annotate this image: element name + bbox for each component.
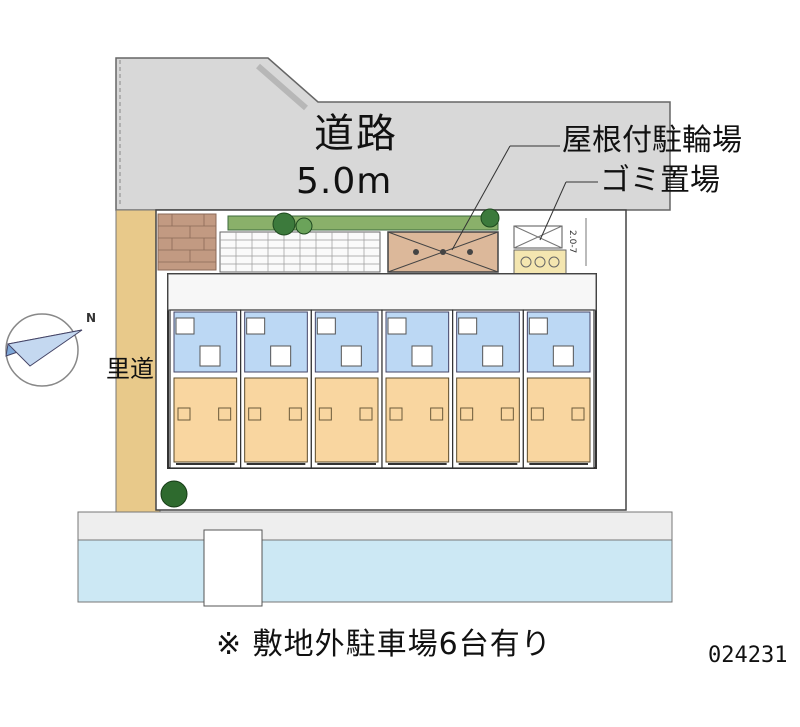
- waterway: [77, 539, 673, 603]
- toilet: [458, 317, 478, 335]
- furniture: [389, 407, 403, 421]
- unit-layout: [169, 309, 595, 469]
- tree: [160, 480, 188, 508]
- bath: [199, 345, 221, 367]
- dimension-label: 2.0-7: [567, 230, 577, 254]
- trash-area-label: ゴミ置場: [600, 163, 720, 198]
- north-arrow-compass: [5, 313, 83, 387]
- furniture: [571, 407, 585, 421]
- toilet: [175, 317, 195, 335]
- toilet: [387, 317, 407, 335]
- bottom-path: [77, 511, 673, 543]
- tree: [480, 208, 500, 228]
- bike-parking: [387, 231, 499, 273]
- toilet: [528, 317, 548, 335]
- bike-parking-label: 屋根付駐輪場: [562, 123, 742, 158]
- side-lane-label: 里道: [106, 355, 154, 383]
- furniture: [177, 407, 191, 421]
- entrance-paving: [219, 231, 381, 273]
- bike-leader: [451, 145, 511, 251]
- furniture: [318, 407, 332, 421]
- road-width-label: 5.0m: [296, 161, 393, 202]
- toilet: [246, 317, 266, 335]
- furniture: [460, 407, 474, 421]
- furniture: [218, 407, 232, 421]
- toilet: [316, 317, 336, 335]
- bath: [340, 345, 362, 367]
- furniture: [248, 407, 262, 421]
- furniture: [530, 407, 544, 421]
- north-letter: N: [86, 311, 97, 325]
- bath: [411, 345, 433, 367]
- tree: [295, 217, 313, 235]
- side-lane: [115, 209, 161, 523]
- road-label: 道路: [314, 111, 398, 157]
- tree: [272, 212, 296, 236]
- bath: [482, 345, 504, 367]
- furniture: [359, 407, 373, 421]
- furniture: [500, 407, 514, 421]
- bath: [270, 345, 292, 367]
- parking-note: ※ 敷地外駐車場6台有り: [216, 627, 552, 662]
- trash-area: [513, 225, 567, 275]
- bridge: [203, 529, 263, 607]
- trash-leader: [539, 181, 567, 241]
- furniture: [288, 407, 302, 421]
- hedge-strip: [227, 215, 499, 231]
- property-code: 024231: [708, 643, 788, 668]
- brick-paving: [157, 213, 217, 271]
- furniture: [430, 407, 444, 421]
- bath: [552, 345, 574, 367]
